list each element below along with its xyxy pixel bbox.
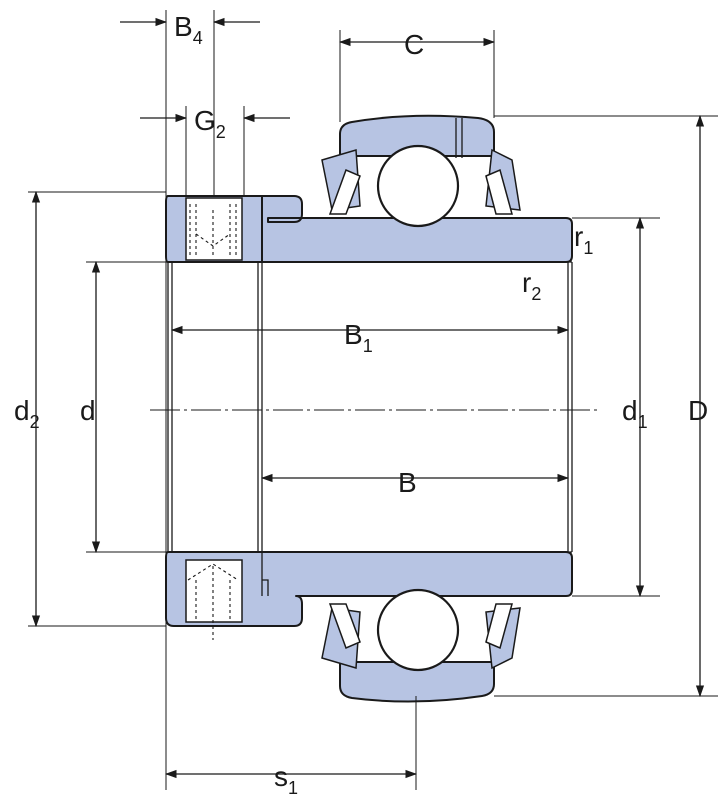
label-b: B [398,467,417,498]
grub-screw-bottom [185,559,243,623]
ball-top [376,144,460,228]
ball-bottom [376,588,460,672]
inner-ring-bottom [165,551,573,640]
outer-ring-bottom [321,588,521,703]
outer-ring-top [321,114,521,228]
grub-screw-top [185,197,243,261]
label-s1: s1 [274,761,298,798]
label-r1: r1 [574,221,593,258]
label-d2: d2 [14,395,40,432]
label-b4: B4 [174,11,203,48]
label-outer-d: D [688,395,708,426]
label-d1: d1 [622,395,648,432]
label-r2: r2 [522,267,541,304]
label-g2: G2 [194,105,226,142]
label-d: d [80,395,96,426]
label-c: C [404,29,424,60]
label-b1: B1 [344,319,373,356]
